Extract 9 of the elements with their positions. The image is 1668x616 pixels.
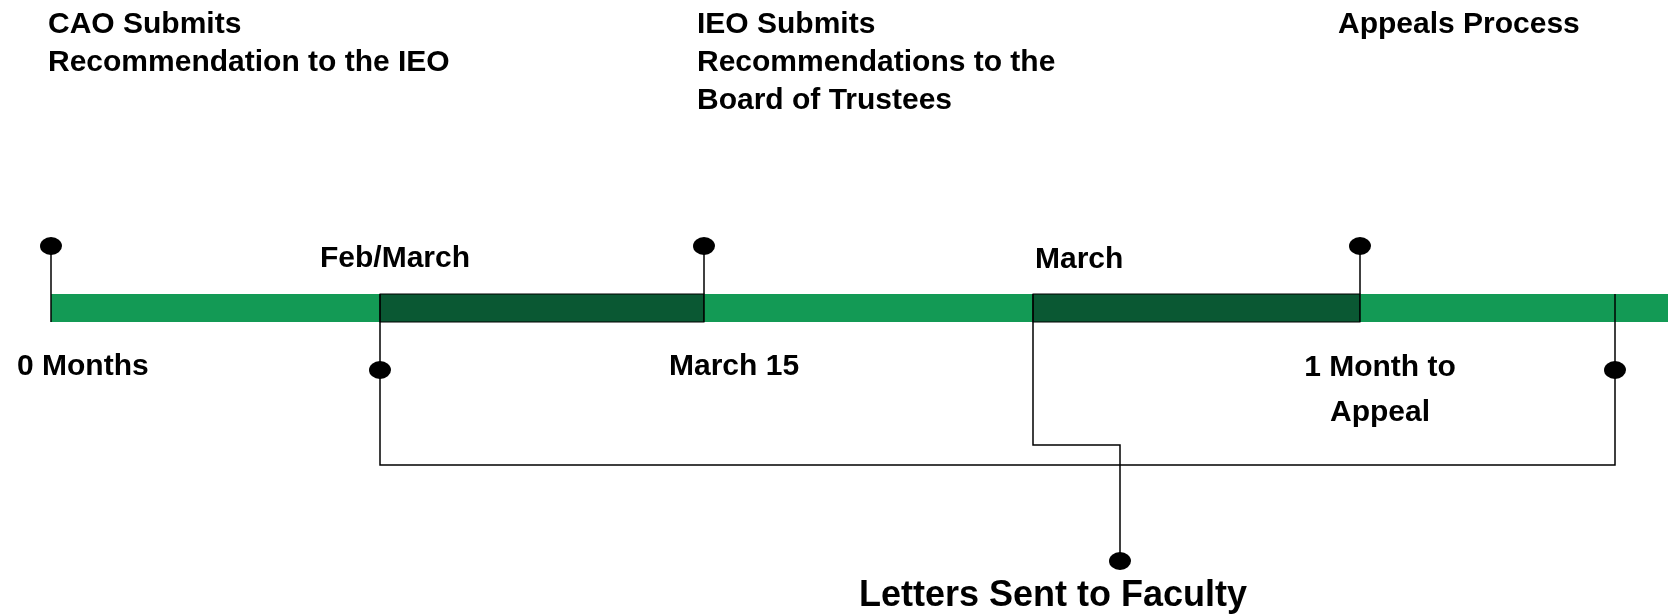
timeline-label: March	[1035, 240, 1125, 276]
timeline-label: IEO Submits Recommendations to the Board of Trustees	[697, 5, 1057, 117]
timeline-label: 1 Month to Appeal	[1303, 348, 1457, 429]
timeline-label: Letters Sent to Faculty	[857, 573, 1249, 615]
timeline-label: Appeals Process	[1338, 5, 1581, 41]
timeline-label: CAO Submits Recommendation to the IEO	[48, 5, 451, 79]
timeline-label: Feb/March	[320, 239, 472, 275]
timeline-label: 0 Months	[17, 347, 150, 383]
timeline-label: March 15	[669, 347, 801, 383]
